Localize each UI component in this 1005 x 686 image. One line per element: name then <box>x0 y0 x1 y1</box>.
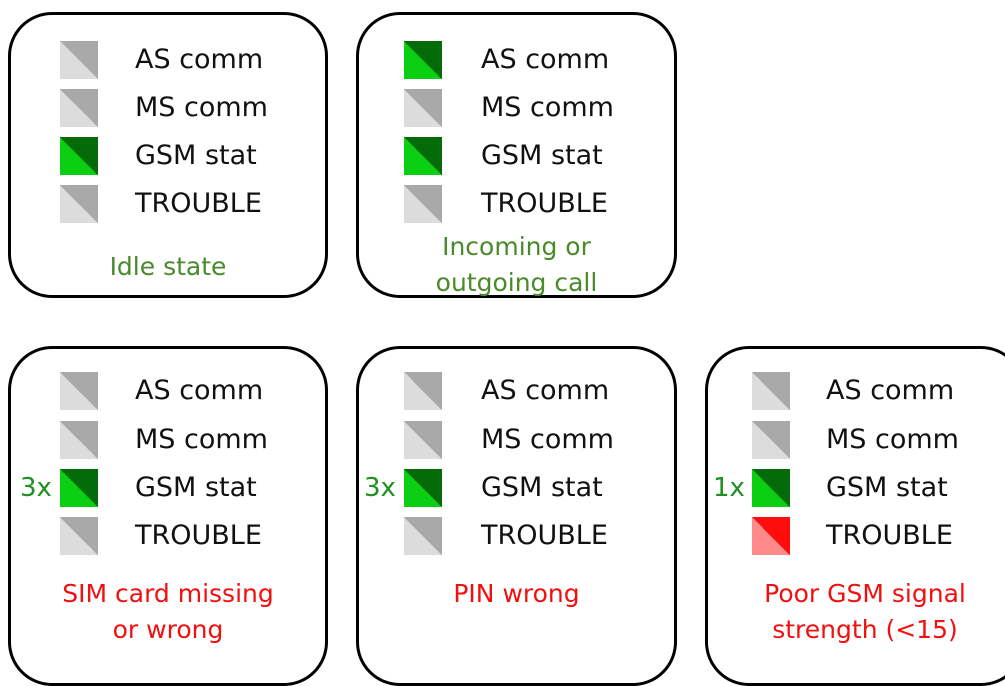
ms-comm-label: MS comm <box>135 424 268 455</box>
pin-wrong-panel: AS comm MS comm 3x GSM stat TROUBLE PIN w… <box>356 346 677 686</box>
ms-comm-led-icon <box>404 421 442 459</box>
call-state-panel: AS comm MS comm GSM stat TROUBLE Incomin… <box>356 12 677 298</box>
blink-count: 1x <box>713 473 745 503</box>
trouble-led-icon <box>60 517 98 555</box>
idle-state-panel: AS comm MS comm GSM stat TROUBLE Idle st… <box>8 12 328 298</box>
as-comm-led-icon <box>60 41 98 79</box>
gsm-stat-label: GSM stat <box>481 472 603 503</box>
as-comm-label: AS comm <box>826 375 955 406</box>
trouble-led-icon <box>752 517 790 555</box>
gsm-stat-led-icon <box>404 469 442 507</box>
trouble-led-icon <box>60 185 98 223</box>
gsm-stat-led-icon <box>60 137 98 175</box>
ms-comm-led-icon <box>60 421 98 459</box>
ms-comm-led-icon <box>404 89 442 127</box>
sim-card-panel: AS comm MS comm 3x GSM stat TROUBLE SIM c… <box>8 346 328 686</box>
panel-caption: PIN wrong <box>453 579 580 608</box>
trouble-label: TROUBLE <box>135 520 262 551</box>
as-comm-led-icon <box>60 372 98 410</box>
blink-count: 3x <box>364 473 396 503</box>
as-comm-led-icon <box>752 372 790 410</box>
panel-caption: Idle state <box>109 252 227 281</box>
ms-comm-led-icon <box>60 89 98 127</box>
gsm-stat-label: GSM stat <box>826 472 948 503</box>
gsm-stat-led-icon <box>60 469 98 507</box>
trouble-led-icon <box>404 185 442 223</box>
trouble-label: TROUBLE <box>135 188 262 219</box>
gsm-stat-led-icon <box>404 137 442 175</box>
as-comm-label: AS comm <box>481 375 610 406</box>
as-comm-label: AS comm <box>135 44 264 75</box>
as-comm-led-icon <box>404 372 442 410</box>
gsm-stat-label: GSM stat <box>481 140 603 171</box>
ms-comm-label: MS comm <box>826 424 959 455</box>
trouble-led-icon <box>404 517 442 555</box>
ms-comm-led-icon <box>752 421 790 459</box>
trouble-label: TROUBLE <box>481 520 608 551</box>
as-comm-label: AS comm <box>481 44 610 75</box>
ms-comm-label: MS comm <box>135 92 268 123</box>
ms-comm-label: MS comm <box>481 424 614 455</box>
as-comm-label: AS comm <box>135 375 264 406</box>
gsm-stat-label: GSM stat <box>135 472 257 503</box>
as-comm-led-icon <box>404 41 442 79</box>
trouble-label: TROUBLE <box>481 188 608 219</box>
trouble-label: TROUBLE <box>826 520 953 551</box>
poor-signal-panel: AS comm MS comm 1x GSM stat TROUBLE Poor … <box>705 346 1005 686</box>
gsm-stat-label: GSM stat <box>135 140 257 171</box>
ms-comm-label: MS comm <box>481 92 614 123</box>
blink-count: 3x <box>20 473 52 503</box>
gsm-stat-led-icon <box>752 469 790 507</box>
